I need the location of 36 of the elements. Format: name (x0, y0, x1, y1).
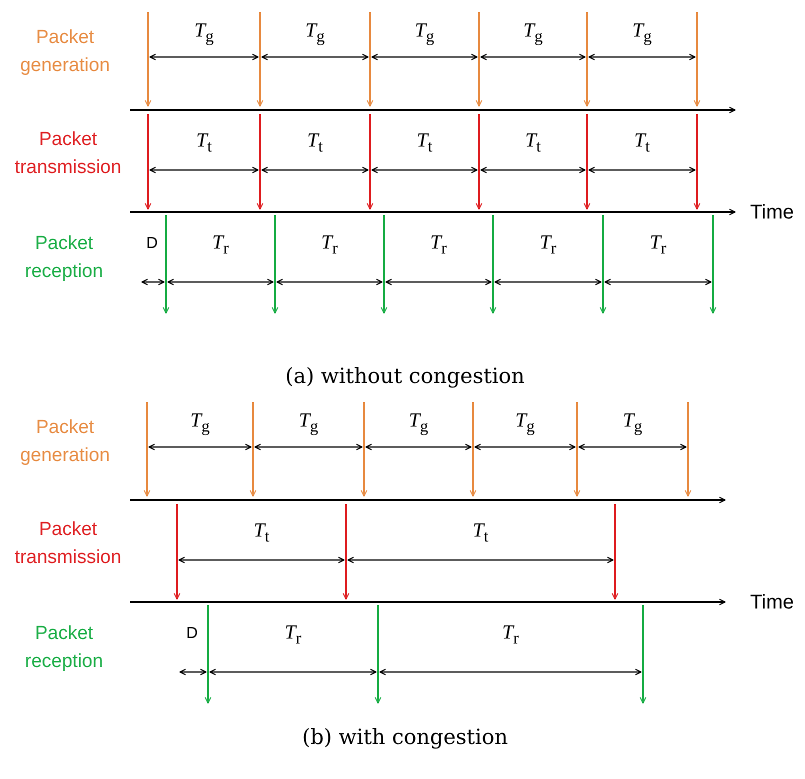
interval-label: T$_{g}$ (194, 20, 214, 46)
interval-label: T$_{g}$ (408, 410, 428, 436)
interval-label: T$_{t}$ (416, 130, 432, 156)
interval-label: T$_{t}$ (196, 130, 212, 156)
axis-label: Time (750, 592, 794, 614)
interval-label: T$_{r}$ (212, 232, 229, 258)
interval-label: T$_{t}$ (254, 520, 270, 546)
interval-label: T$_{g}$ (305, 20, 325, 46)
interval-label: T$_{t}$ (634, 130, 650, 156)
axis-label: Time (750, 202, 794, 224)
interval-label: T$_{r}$ (540, 232, 556, 258)
interval-label: T$_{g}$ (298, 410, 318, 436)
interval-label: T$_{t}$ (525, 130, 541, 156)
interval-label: T$_{t}$ (307, 130, 323, 156)
interval-label: T$_{g}$ (515, 410, 535, 436)
row-label: Packet generation (19, 26, 111, 78)
interval-label: T$_{r}$ (284, 622, 302, 648)
delay-label: D (146, 235, 158, 253)
interval-label: T$_{g}$ (622, 410, 642, 436)
row-label: Packet transmission (14, 128, 122, 180)
row-label: Packet generation (19, 416, 111, 468)
interval-label: T$_{g}$ (190, 410, 210, 436)
interval-label: T$_{g}$ (523, 20, 543, 46)
row-label: Packet reception (24, 232, 104, 284)
subfigure-caption: (a) without congestion (285, 364, 525, 388)
interval-label: T$_{t}$ (472, 520, 488, 546)
delay-label: D (186, 625, 198, 643)
interval-label: T$_{r}$ (502, 622, 519, 648)
row-label: Packet transmission (14, 518, 122, 570)
row-label: Packet reception (24, 622, 104, 674)
subfigure-caption: (b) with congestion (302, 725, 508, 749)
interval-label: T$_{g}$ (414, 20, 434, 46)
interval-label: T$_{g}$ (632, 20, 652, 46)
interval-label: T$_{r}$ (430, 232, 447, 258)
interval-label: T$_{r}$ (321, 232, 338, 258)
interval-label: T$_{r}$ (650, 232, 666, 258)
